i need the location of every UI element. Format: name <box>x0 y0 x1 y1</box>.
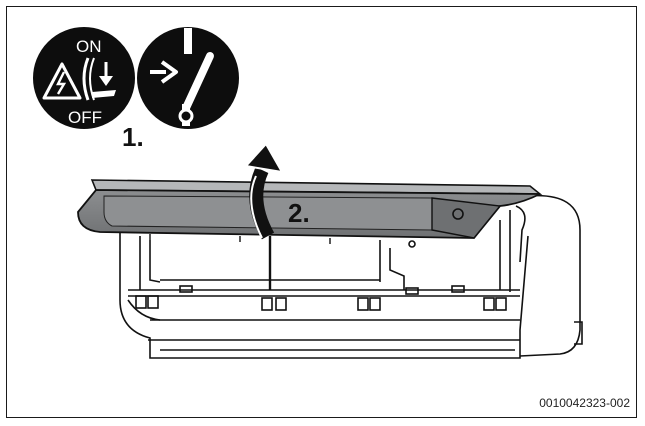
on-label: ON <box>76 37 102 56</box>
step-2-label: 2. <box>288 198 310 228</box>
off-label: OFF <box>68 108 102 127</box>
air-conditioner-unit <box>119 194 583 359</box>
isolator-switch-icon <box>135 25 241 131</box>
lift-arrow <box>244 142 284 240</box>
step-1-label: 1. <box>122 122 144 152</box>
front-panel <box>77 179 543 244</box>
power-switch-icon <box>31 25 137 131</box>
figure-code: 0010042323-002 <box>539 396 630 410</box>
